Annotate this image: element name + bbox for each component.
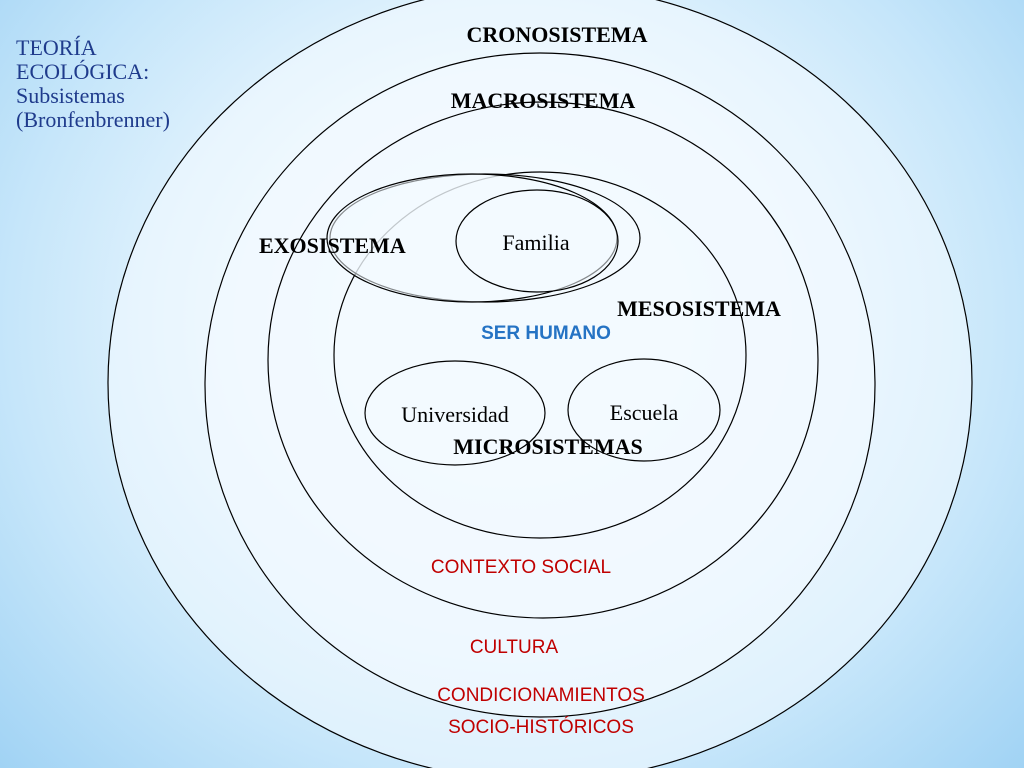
title-line: Subsistemas [16,83,125,108]
cronosistema-label: CRONOSISTEMA [467,22,648,47]
cultura-label: CULTURA [470,637,559,658]
universidad-node [364,360,546,466]
slide-title: TEORÍA ECOLÓGICA: Subsistemas (Bronfenbr… [16,36,170,132]
title-line: (Bronfenbrenner) [16,107,170,132]
title-line: ECOLÓGICA: [16,59,150,84]
macrosistema-label: MACROSISTEMA [451,88,636,113]
universidad-label: Universidad [401,402,509,427]
microsistemas-label: MICROSISTEMAS [453,434,642,459]
contexto-social-label: CONTEXTO SOCIAL [431,557,611,578]
title-line: TEORÍA [16,35,97,60]
ser-humano-label: SER HUMANO [481,323,611,344]
mesosistema-label: MESOSISTEMA [617,296,781,321]
exosistema-label: EXOSISTEMA [259,233,406,258]
escuela-node [567,358,721,462]
escuela-label: Escuela [610,400,679,425]
familia-node [455,189,619,293]
socio-historicos-label: SOCIO-HISTÓRICOS [448,716,634,738]
condicionamientos-label: CONDICIONAMIENTOS [437,685,645,706]
familia-label: Familia [502,230,569,255]
